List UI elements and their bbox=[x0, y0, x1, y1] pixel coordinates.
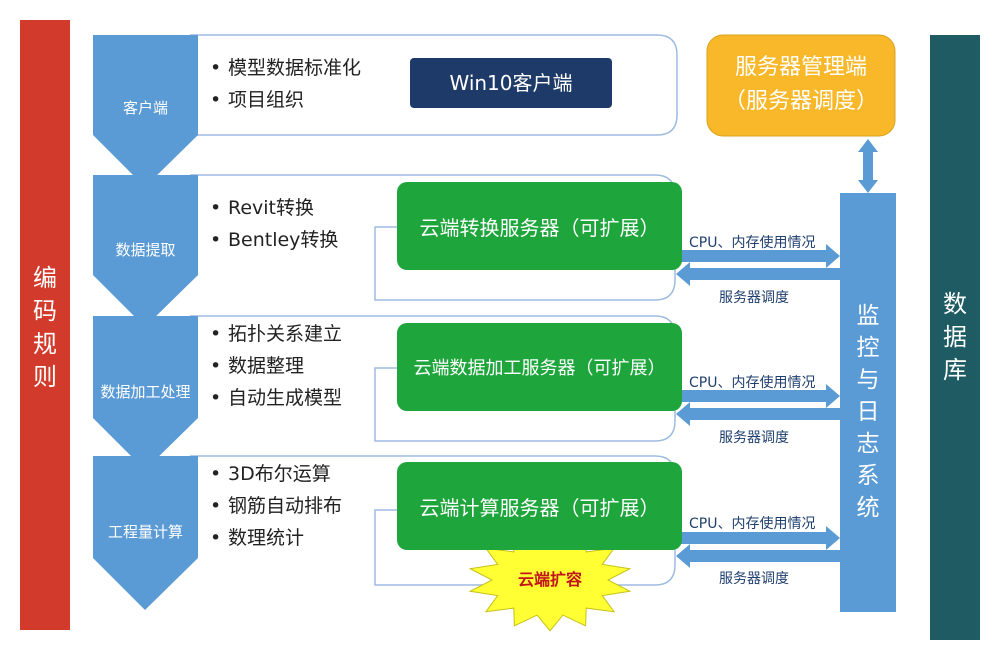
bullet-list-compute: 3D布尔运算 钢筋自动排布 数理统计 bbox=[210, 458, 342, 554]
server-manager-title: 服务器管理端 bbox=[734, 55, 867, 80]
stage-label-compute: 工程量计算 bbox=[107, 522, 183, 541]
list-item: 数据整理 bbox=[210, 350, 342, 382]
usage-arrow-label: CPU、内存使用情况 bbox=[689, 375, 816, 391]
list-item: 自动生成模型 bbox=[210, 382, 342, 414]
list-item: 钢筋自动排布 bbox=[210, 490, 342, 522]
conversion-server-label: 云端转换服务器（可扩展） bbox=[419, 215, 660, 240]
list-item: 模型数据标准化 bbox=[210, 52, 361, 84]
list-item: Revit转换 bbox=[210, 192, 338, 224]
bullet-list-client: 模型数据标准化 项目组织 bbox=[210, 52, 361, 116]
server-manager-shape bbox=[706, 34, 896, 137]
dispatch-arrow-label: 服务器调度 bbox=[719, 571, 789, 587]
dispatch-arrow-label: 服务器调度 bbox=[719, 430, 789, 446]
burst-label: 云端扩容 bbox=[517, 570, 582, 589]
monitor-bar-shape bbox=[840, 193, 896, 612]
right-arrow-icon bbox=[676, 526, 840, 550]
right-bar-label: 数据库 bbox=[943, 290, 967, 384]
burst-star-icon bbox=[468, 528, 632, 632]
double-arrow-icon bbox=[858, 139, 878, 193]
stage-panel-compute bbox=[190, 455, 676, 586]
chevron-process bbox=[93, 316, 198, 470]
processing-server-label: 云端数据加工服务器（可扩展） bbox=[413, 358, 666, 379]
client-box-shape bbox=[410, 58, 612, 108]
usage-arrow-label: CPU、内存使用情况 bbox=[689, 235, 816, 251]
usage-arrow-label: CPU、内存使用情况 bbox=[689, 516, 816, 532]
client-box-label: Win10客户端 bbox=[449, 71, 573, 95]
monitor-bar-label: 监控与日志系统 bbox=[856, 303, 880, 521]
list-item: 项目组织 bbox=[210, 84, 361, 116]
dispatch-arrow-label: 服务器调度 bbox=[719, 290, 789, 306]
stage-label-client: 客户端 bbox=[122, 98, 168, 117]
right-arrow-icon bbox=[676, 384, 840, 408]
stage-label-extract: 数据提取 bbox=[115, 240, 176, 259]
stage-label-process: 数据加工处理 bbox=[100, 382, 191, 401]
list-item: 拓扑关系建立 bbox=[210, 318, 342, 350]
left-arrow-icon bbox=[676, 262, 840, 286]
list-item: 数理统计 bbox=[210, 522, 342, 554]
chevron-compute bbox=[93, 456, 198, 610]
list-item: 3D布尔运算 bbox=[210, 458, 342, 490]
left-arrow-icon bbox=[676, 402, 840, 426]
chevron-client bbox=[93, 35, 198, 187]
list-item: Bentley转换 bbox=[210, 224, 338, 256]
right-bar-shape bbox=[930, 35, 980, 640]
right-arrow-icon bbox=[676, 244, 840, 268]
server-manager-subtitle: （服务器调度） bbox=[723, 89, 878, 114]
compute-server-label: 云端计算服务器（可扩展） bbox=[419, 495, 660, 520]
compute-server-box: 云端计算服务器（可扩展） bbox=[397, 462, 682, 550]
left-bar-shape bbox=[20, 20, 70, 630]
left-arrow-icon bbox=[676, 544, 840, 568]
conversion-server-box: 云端转换服务器（可扩展） bbox=[397, 182, 682, 270]
processing-server-box: 云端数据加工服务器（可扩展） bbox=[397, 323, 682, 411]
bullet-list-extract: Revit转换 Bentley转换 bbox=[210, 192, 338, 256]
stage-panel-extract bbox=[190, 174, 676, 301]
bullet-list-process: 拓扑关系建立 数据整理 自动生成模型 bbox=[210, 318, 342, 414]
left-bar-label: 编码规则 bbox=[33, 264, 57, 391]
chevron-extract bbox=[93, 175, 198, 327]
stage-panel-process bbox=[190, 315, 676, 442]
